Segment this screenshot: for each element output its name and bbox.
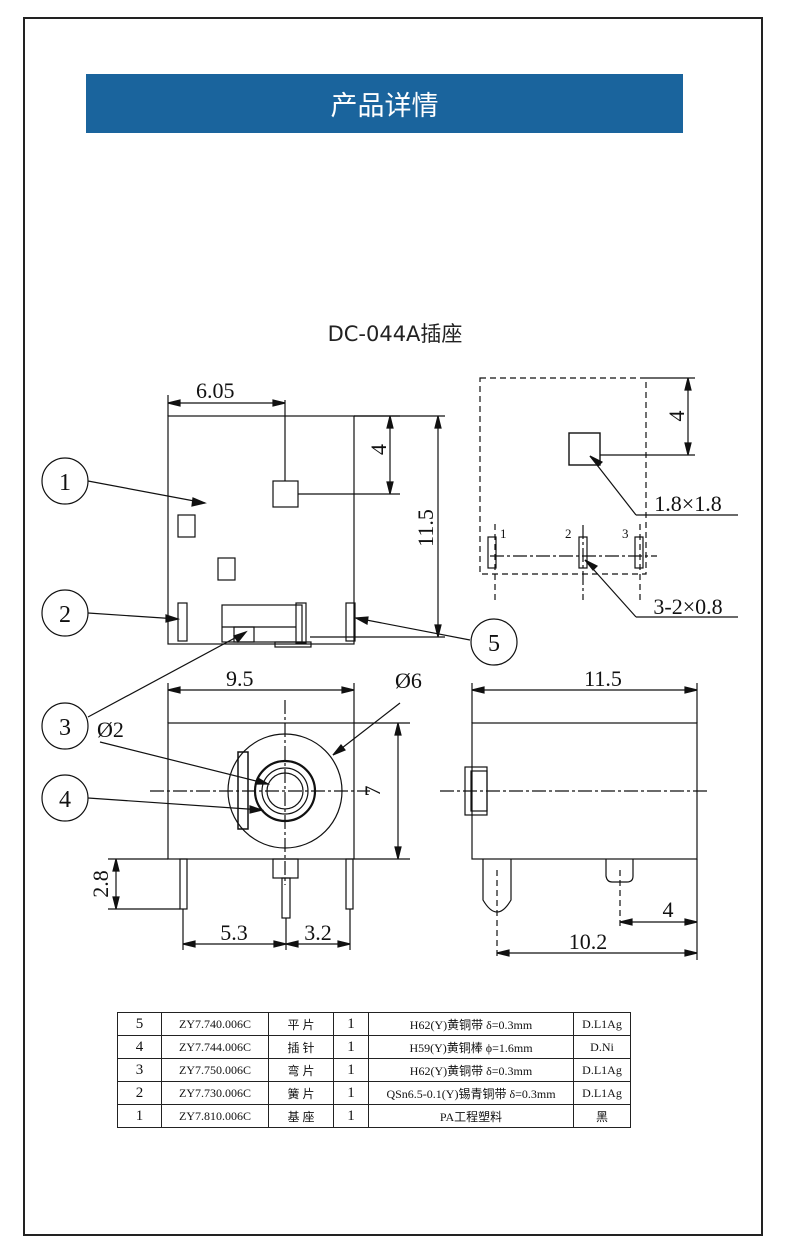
pin-label-1: 1 [500, 526, 507, 541]
cell-qty: 1 [333, 1104, 369, 1128]
cell-finish: 黑 [573, 1104, 631, 1128]
dim-square-pad: 1.8×1.8 [654, 491, 721, 516]
cell-code: ZY7.810.006C [161, 1104, 269, 1128]
dim-4-side: 4 [663, 897, 674, 922]
dim-4-footprint: 4 [664, 411, 689, 422]
cell-material: H62(Y)黄铜带 δ=0.3mm [368, 1058, 574, 1082]
pin-label-3: 3 [622, 526, 629, 541]
cell-material: H62(Y)黄铜带 δ=0.3mm [368, 1012, 574, 1036]
dim-4-top: 4 [366, 444, 391, 455]
top-view [41, 395, 518, 822]
cell-qty: 1 [333, 1058, 369, 1082]
cell-code: ZY7.730.006C [161, 1081, 269, 1105]
dim-11-5-side: 11.5 [584, 666, 622, 691]
table-row: 2 ZY7.730.006C 簧 片 1 QSn6.5-0.1(Y)锡青铜带 δ… [117, 1081, 631, 1105]
cell-no: 5 [117, 1012, 162, 1036]
dim-2-8: 2.8 [88, 870, 113, 898]
callout-3: 3 [59, 715, 71, 741]
cell-finish: D.Ni [573, 1035, 631, 1059]
cell-name: 平 片 [268, 1012, 334, 1036]
front-view [87, 683, 410, 950]
dim-7: 7 [360, 786, 385, 797]
callout-2: 2 [59, 602, 71, 628]
cell-no: 3 [117, 1058, 162, 1082]
cell-name: 基 座 [268, 1104, 334, 1128]
table-row: 5 ZY7.740.006C 平 片 1 H62(Y)黄铜带 δ=0.3mm D… [117, 1012, 631, 1036]
drawing-title: DC-044A插座 [327, 322, 463, 346]
dim-phi-2: Ø2 [97, 717, 124, 742]
dim-6-05: 6.05 [196, 378, 235, 403]
callout-5: 5 [488, 631, 500, 657]
cell-material: QSn6.5-0.1(Y)锡青铜带 δ=0.3mm [368, 1081, 574, 1105]
banner-title: 产品详情 [330, 91, 439, 122]
table-row: 4 ZY7.744.006C 插 针 1 H59(Y)黄铜棒 ϕ=1.6mm D… [117, 1035, 631, 1059]
cell-code: ZY7.750.006C [161, 1058, 269, 1082]
cell-qty: 1 [333, 1081, 369, 1105]
cell-name: 弯 片 [268, 1058, 334, 1082]
cell-material: PA工程塑料 [368, 1104, 574, 1128]
dim-11-5-vertical: 11.5 [413, 509, 438, 547]
callout-4: 4 [59, 787, 71, 813]
table-row: 1 ZY7.810.006C 基 座 1 PA工程塑料 黑 [117, 1104, 631, 1128]
dim-pin-size: 3-2×0.8 [653, 594, 722, 619]
cell-qty: 1 [333, 1035, 369, 1059]
parts-table: 5 ZY7.740.006C 平 片 1 H62(Y)黄铜带 δ=0.3mm D… [117, 1012, 631, 1128]
cell-name: 插 针 [268, 1035, 334, 1059]
pin-label-2: 2 [565, 526, 572, 541]
dim-9-5: 9.5 [226, 666, 254, 691]
dim-5-3: 5.3 [220, 920, 248, 945]
outer-frame [23, 17, 763, 1236]
cell-no: 2 [117, 1081, 162, 1105]
side-view [440, 683, 710, 960]
dim-phi-6: Ø6 [395, 668, 422, 693]
cell-no: 4 [117, 1035, 162, 1059]
drawing-labels: 6.05 4 11.5 4 1.8×1.8 3-2×0.8 1 2 3 9.5 … [59, 378, 723, 954]
cell-finish: D.L1Ag [573, 1081, 631, 1105]
dim-10-2: 10.2 [569, 929, 608, 954]
cell-code: ZY7.744.006C [161, 1035, 269, 1059]
cell-finish: D.L1Ag [573, 1058, 631, 1082]
cell-code: ZY7.740.006C [161, 1012, 269, 1036]
cell-qty: 1 [333, 1012, 369, 1036]
cell-material: H59(Y)黄铜棒 ϕ=1.6mm [368, 1035, 574, 1059]
cell-finish: D.L1Ag [573, 1012, 631, 1036]
footprint-view [479, 377, 738, 618]
cell-no: 1 [117, 1104, 162, 1128]
table-row: 3 ZY7.750.006C 弯 片 1 H62(Y)黄铜带 δ=0.3mm D… [117, 1058, 631, 1082]
page-banner: 产品详情 [86, 74, 683, 133]
dim-3-2: 3.2 [304, 920, 332, 945]
cell-name: 簧 片 [268, 1081, 334, 1105]
callout-1: 1 [59, 470, 71, 496]
